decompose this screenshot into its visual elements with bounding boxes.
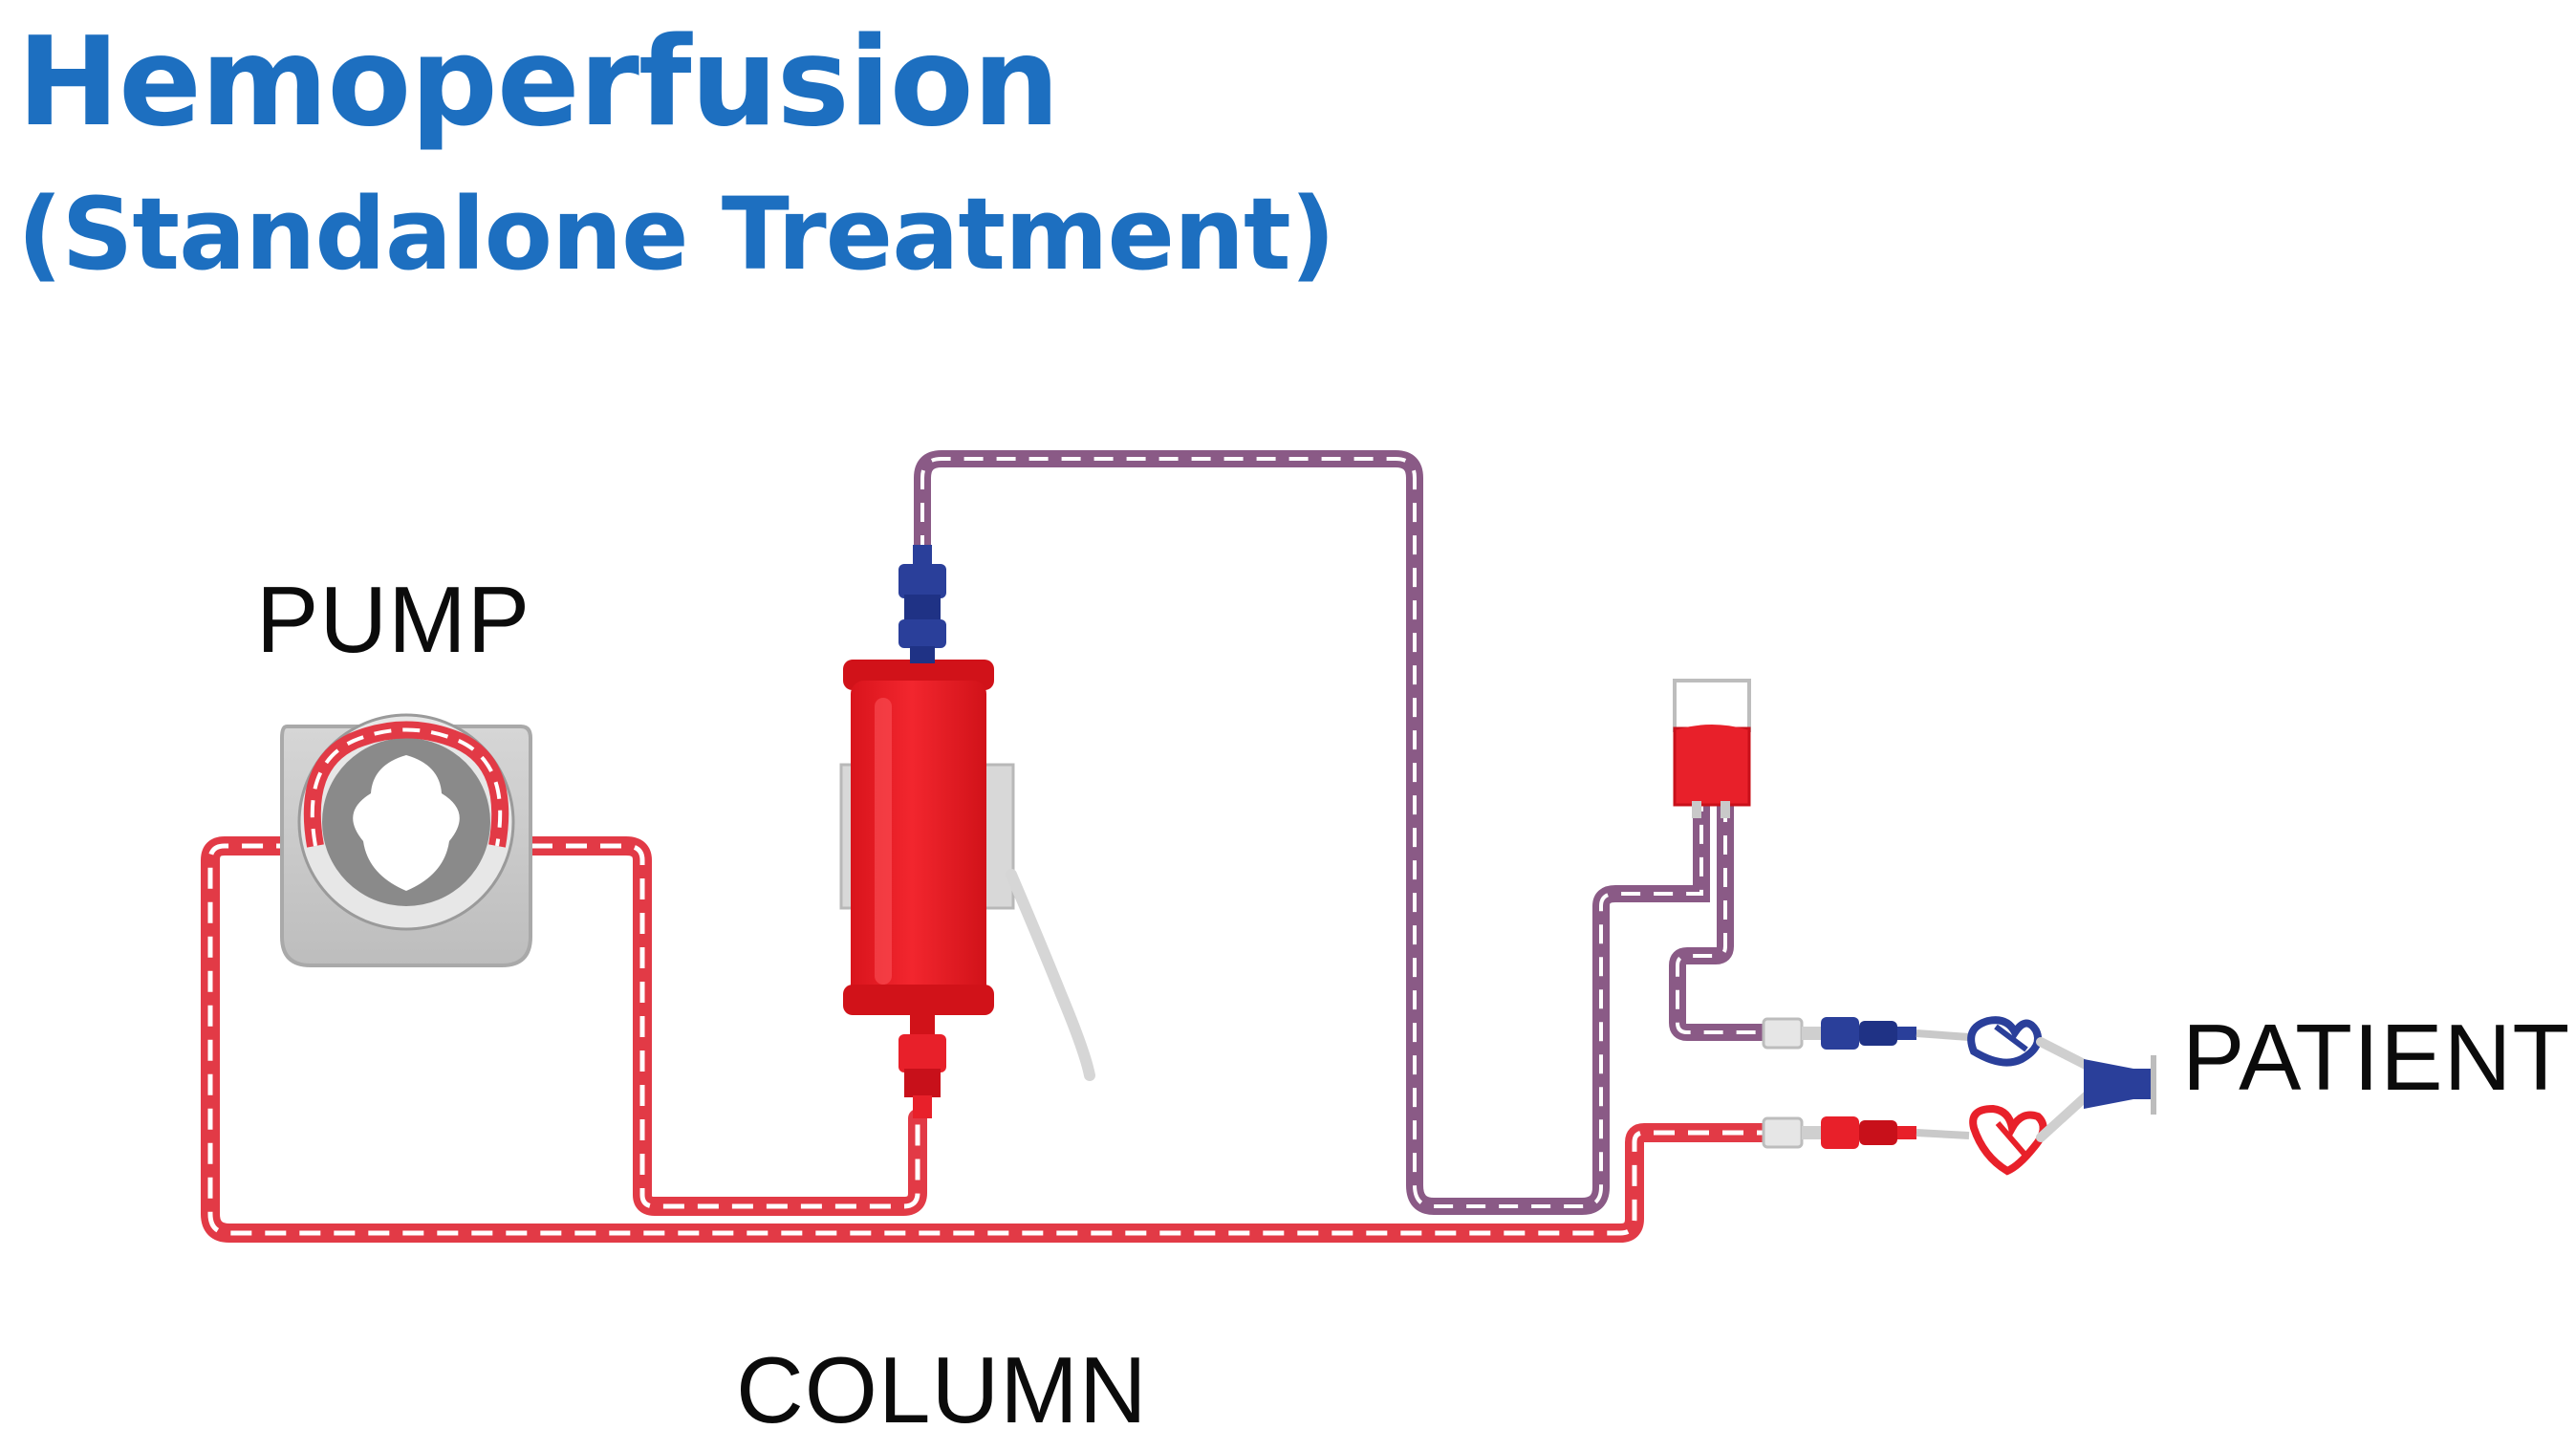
venous-clamp-icon [1967,1016,2043,1067]
column-top-connector [898,545,946,663]
drip-chamber-top [1673,679,1751,732]
drip-chamber-icon [1673,679,1751,818]
venous-line [914,450,1777,1215]
drip-chamber-blood [1673,726,1751,807]
column-bottom-cap [843,985,994,1015]
venous-connector-icon [1762,1017,1970,1050]
column-highlight [875,698,892,985]
arterial-connector-icon [1762,1116,1970,1149]
arterial-tube-dash [207,843,1778,1236]
venous-tube-outer [914,450,1710,1215]
return-tube-dash [1676,803,1768,1034]
venous-tube-dash [920,457,1703,1208]
diagram-title: Hemoperfusion [17,11,1060,154]
pump-icon [280,713,532,967]
patient-access-connector [2084,1059,2151,1109]
patient-label: PATIENT [2182,1005,2571,1110]
arterial-clamp-icon [1969,1104,2047,1176]
return-tube-outer [1669,794,1777,1041]
y-connector-icon [2036,1037,2156,1142]
pump-roller-cam [353,755,460,891]
column-label: COLUMN [736,1337,1148,1442]
column-bottom-connector [898,1013,946,1118]
arterial-line [201,836,1787,1243]
column-body [851,681,986,1011]
column-side-tube [1006,869,1095,1081]
pump-outlet-tube-dash [497,843,920,1209]
diagram-subtitle: (Standalone Treatment) [17,176,1335,292]
pump-label: PUMP [256,567,531,672]
column-icon [839,545,1095,1118]
